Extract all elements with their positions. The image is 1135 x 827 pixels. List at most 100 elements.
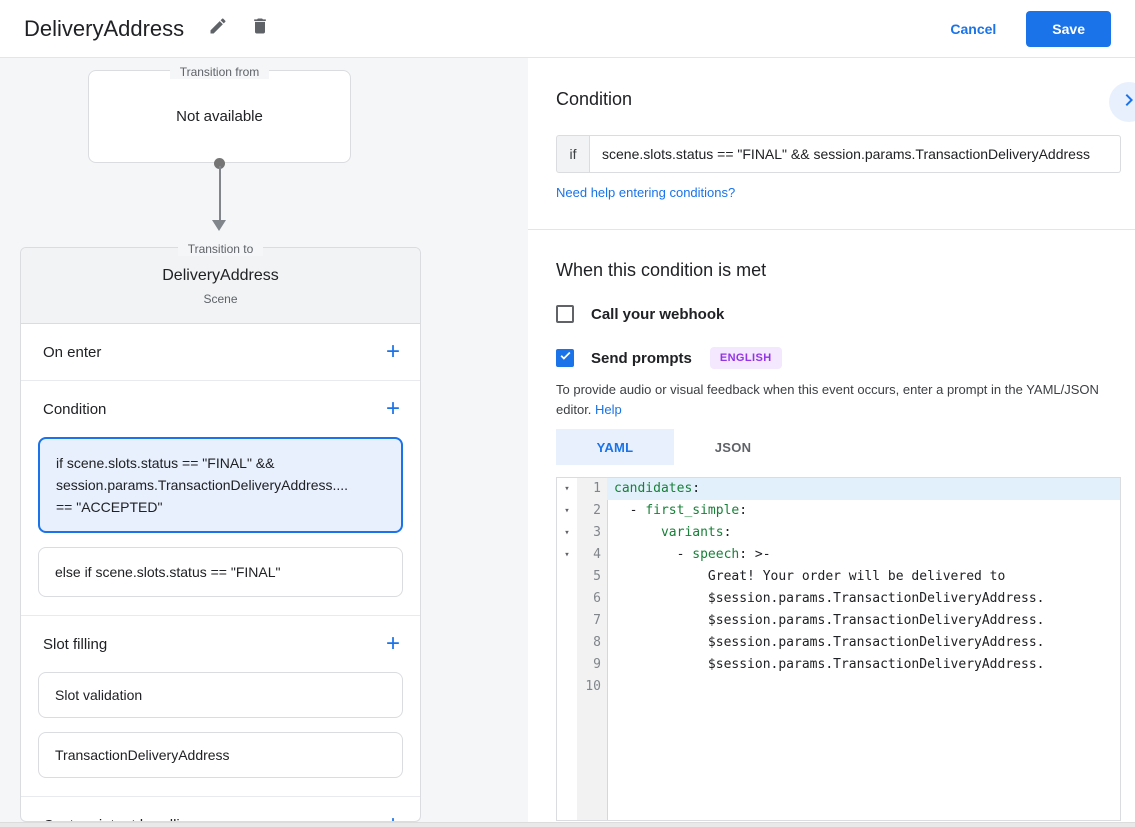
code-line[interactable]: 9 $session.params.TransactionDeliveryAdd… <box>557 654 1120 676</box>
top-header: DeliveryAddress Cancel Save <box>0 0 1135 58</box>
slot-validation-item[interactable]: Slot validation <box>38 672 403 718</box>
fold-gutter <box>557 610 577 632</box>
condition-input[interactable]: scene.slots.status == "FINAL" && session… <box>590 135 1121 173</box>
section-on-enter: On enter + <box>21 324 420 381</box>
code-line[interactable]: ▾ 3 variants: <box>557 522 1120 544</box>
line-number: 5 <box>593 569 601 584</box>
fold-arrow-icon[interactable]: ▾ <box>564 484 570 494</box>
help-link[interactable]: Help <box>595 402 622 417</box>
line-number: 6 <box>593 591 601 606</box>
line-number: 3 <box>593 525 601 540</box>
code-text: Great! Your order will be delivered to <box>614 569 1006 584</box>
line-number: 7 <box>593 613 601 628</box>
fold-gutter <box>557 676 577 698</box>
condition-section-row[interactable]: Condition + <box>21 381 420 437</box>
code-text: $session.params.TransactionDeliveryAddre… <box>614 657 1045 672</box>
slot-filling-row[interactable]: Slot filling + <box>21 616 420 672</box>
panel-divider <box>528 229 1135 230</box>
connector-arrowhead-icon <box>212 220 226 231</box>
collapse-panel-button[interactable] <box>1109 82 1135 122</box>
condition-item-selected[interactable]: if scene.slots.status == "FINAL" && sess… <box>38 437 403 533</box>
line-number: 1 <box>593 481 601 496</box>
tab-yaml[interactable]: YAML <box>556 429 674 465</box>
scene-card: DeliveryAddress Scene On enter + Conditi… <box>20 247 421 822</box>
editor-tabs: YAML JSON <box>556 429 1121 465</box>
code-line[interactable]: 10 <box>557 676 1120 698</box>
chevron-right-icon <box>1117 88 1135 117</box>
fold-gutter <box>557 632 577 654</box>
code-text: $session.params.TransactionDeliveryAddre… <box>614 591 1045 606</box>
if-prefix: if <box>556 135 590 173</box>
language-badge: ENGLISH <box>709 347 782 369</box>
custom-intent-label: Custom intent handling <box>43 817 196 822</box>
send-prompts-checkbox[interactable] <box>556 349 574 367</box>
fold-gutter <box>557 654 577 676</box>
prompt-hint: To provide audio or visual feedback when… <box>556 380 1121 420</box>
yaml-code-editor[interactable]: ▾ 1 candidates: ▾ 2 - first_simple: ▾ 3 varian… <box>556 477 1121 821</box>
section-slot-filling: Slot filling + Slot validation Transacti… <box>21 616 420 797</box>
webhook-checkbox[interactable] <box>556 305 574 323</box>
horizontal-scrollbar[interactable] <box>0 822 1135 827</box>
code-line[interactable]: 7 $session.params.TransactionDeliveryAdd… <box>557 610 1120 632</box>
code-text: variants: <box>660 525 732 540</box>
add-on-enter-icon[interactable]: + <box>385 338 400 365</box>
condition-expression-row: if scene.slots.status == "FINAL" && sess… <box>556 135 1121 173</box>
checkmark-icon <box>559 349 572 367</box>
slot-filling-label: Slot filling <box>43 635 108 653</box>
code-lines: ▾ 1 candidates: ▾ 2 - first_simple: ▾ 3 varian… <box>557 478 1120 698</box>
cancel-button[interactable]: Cancel <box>950 20 997 37</box>
fold-arrow-icon[interactable]: ▾ <box>564 506 570 516</box>
add-condition-icon[interactable]: + <box>385 395 400 422</box>
save-button[interactable]: Save <box>1026 10 1111 47</box>
condition-item-else[interactable]: else if scene.slots.status == "FINAL" <box>38 547 403 597</box>
line-number: 10 <box>585 679 601 694</box>
when-condition-heading: When this condition is met <box>556 260 767 280</box>
transition-from-value: Not available <box>176 108 263 125</box>
send-prompts-label: Send prompts <box>591 349 692 367</box>
fold-gutter <box>557 588 577 610</box>
code-text: $session.params.TransactionDeliveryAddre… <box>614 613 1045 628</box>
line-number: 2 <box>593 503 601 518</box>
code-line[interactable]: ▾4 - speech: >- <box>557 544 1120 566</box>
edit-button[interactable] <box>206 17 230 41</box>
on-enter-label: On enter <box>43 343 102 361</box>
code-text: - speech: >- <box>614 547 771 562</box>
page-title: DeliveryAddress <box>24 15 185 41</box>
connector-dot <box>214 158 225 169</box>
connector-line <box>218 166 221 222</box>
code-text <box>607 676 1120 698</box>
condition-help-link[interactable]: Need help entering conditions? <box>556 185 736 200</box>
scene-type: Scene <box>203 292 238 306</box>
code-text: $session.params.TransactionDeliveryAddre… <box>614 635 1045 650</box>
code-line[interactable]: 8 $session.params.TransactionDeliveryAdd… <box>557 632 1120 654</box>
condition-heading: Condition <box>556 89 633 109</box>
flow-canvas: Transition from Not available Transition… <box>0 58 528 827</box>
scene-card-header[interactable]: DeliveryAddress Scene <box>21 248 420 324</box>
send-prompts-check-row: Send prompts ENGLISH <box>556 347 1121 369</box>
code-line[interactable]: ▾ 1 candidates: <box>557 478 1120 500</box>
on-enter-row[interactable]: On enter + <box>21 324 420 380</box>
code-line[interactable]: ▾ 2 - first_simple: <box>557 500 1120 522</box>
webhook-label: Call your webhook <box>591 305 725 323</box>
code-line[interactable]: 5 Great! Your order will be delivered to <box>557 566 1120 588</box>
fold-arrow-icon[interactable]: ▾ <box>564 550 570 560</box>
transition-from-label: Transition from <box>89 63 350 81</box>
fold-arrow-icon[interactable]: ▾ <box>564 528 570 538</box>
delete-button[interactable] <box>248 17 272 41</box>
scene-name: DeliveryAddress <box>162 267 279 284</box>
add-slot-icon[interactable]: + <box>385 630 400 657</box>
line-number: 8 <box>593 635 601 650</box>
section-custom-intent: Custom intent handling + <box>21 797 420 822</box>
tab-json[interactable]: JSON <box>714 439 752 455</box>
add-custom-intent-icon[interactable]: + <box>386 813 400 822</box>
slot-item[interactable]: TransactionDeliveryAddress <box>38 732 403 778</box>
custom-intent-row[interactable]: Custom intent handling + <box>21 797 420 822</box>
code-text: - first_simple: <box>614 503 748 518</box>
code-line[interactable]: 6 $session.params.TransactionDeliveryAdd… <box>557 588 1120 610</box>
fold-gutter <box>557 566 577 588</box>
code-text: candidates: <box>607 478 1120 500</box>
webhook-check-row: Call your webhook <box>556 305 1121 323</box>
line-number: 9 <box>593 657 601 672</box>
pencil-icon <box>208 16 228 41</box>
